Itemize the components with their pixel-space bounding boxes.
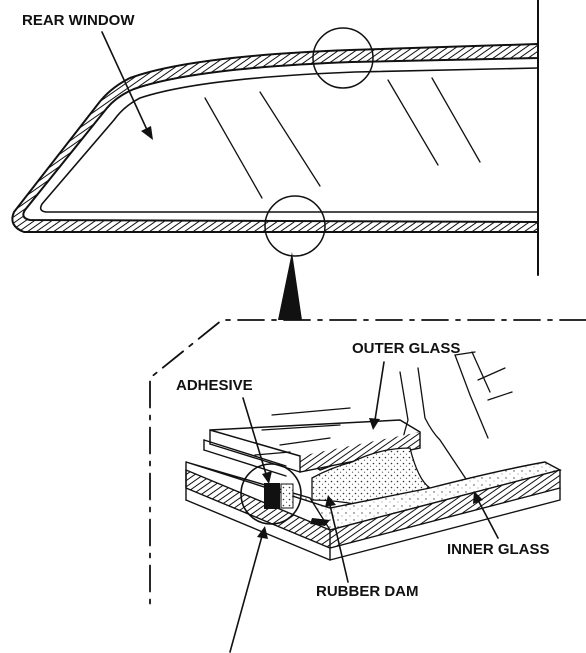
glass-edge	[39, 67, 539, 213]
glass-stack-edges	[203, 439, 287, 477]
rear-window-arrow	[101, 31, 153, 140]
label-outer-glass: OUTER GLASS	[352, 340, 460, 357]
bottom-detail-circle	[264, 195, 326, 257]
label-adhesive: ADHESIVE	[176, 377, 253, 394]
rubber-dam-arrow	[325, 495, 349, 583]
detail-bottom-arrow	[229, 526, 268, 653]
inner-glass-slab	[185, 461, 562, 561]
label-rubber-dam: RUBBER DAM	[316, 583, 419, 600]
rubber-dam-block	[280, 483, 294, 509]
adhesive-detail-circle	[240, 463, 302, 525]
label-rear-window: REAR WINDOW	[22, 12, 135, 29]
callout-pointer	[278, 252, 302, 320]
glass-reflections	[204, 77, 481, 199]
rear-window-view	[11, 0, 539, 320]
inner-glass-arrow	[473, 491, 499, 539]
top-detail-circle	[312, 27, 374, 89]
label-inner-glass: INNER GLASS	[447, 541, 550, 558]
outer-glass-arrow	[369, 361, 385, 430]
adhesive-arrow	[242, 397, 272, 484]
adhesive-block	[264, 483, 280, 509]
rubber-dam-step	[310, 518, 330, 526]
detail-frame	[149, 319, 586, 606]
urethane-adhesive-bead	[311, 447, 432, 506]
body-panel-sketch	[254, 351, 513, 501]
